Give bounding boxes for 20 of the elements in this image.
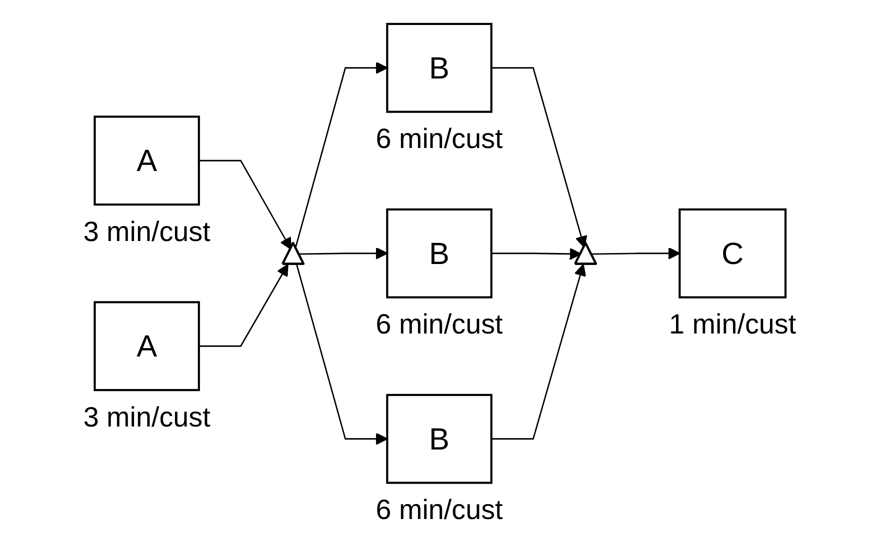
- arrow: [198, 160, 292, 250]
- arrow: [198, 264, 288, 347]
- node-box: B: [386, 208, 492, 298]
- arrow: [298, 247, 388, 260]
- rate-label: 6 min/cust: [376, 123, 503, 154]
- arrow: [491, 264, 586, 440]
- rate-label: 1 min/cust: [669, 308, 796, 340]
- rate-label: 6 min/cust: [376, 308, 503, 340]
- rate-label: 3 min/cust: [83, 401, 210, 432]
- node-box: B: [386, 394, 492, 484]
- arrow: [491, 67, 588, 248]
- node-box: A: [94, 301, 200, 392]
- node-box: B: [386, 22, 492, 113]
- node-box: A: [94, 116, 200, 206]
- rate-label: 3 min/cust: [83, 216, 210, 247]
- node-box: C: [678, 208, 787, 298]
- rate-label: 6 min/cust: [376, 494, 503, 526]
- arrow: [296, 264, 388, 446]
- arrow: [591, 247, 680, 260]
- arrow: [294, 62, 388, 248]
